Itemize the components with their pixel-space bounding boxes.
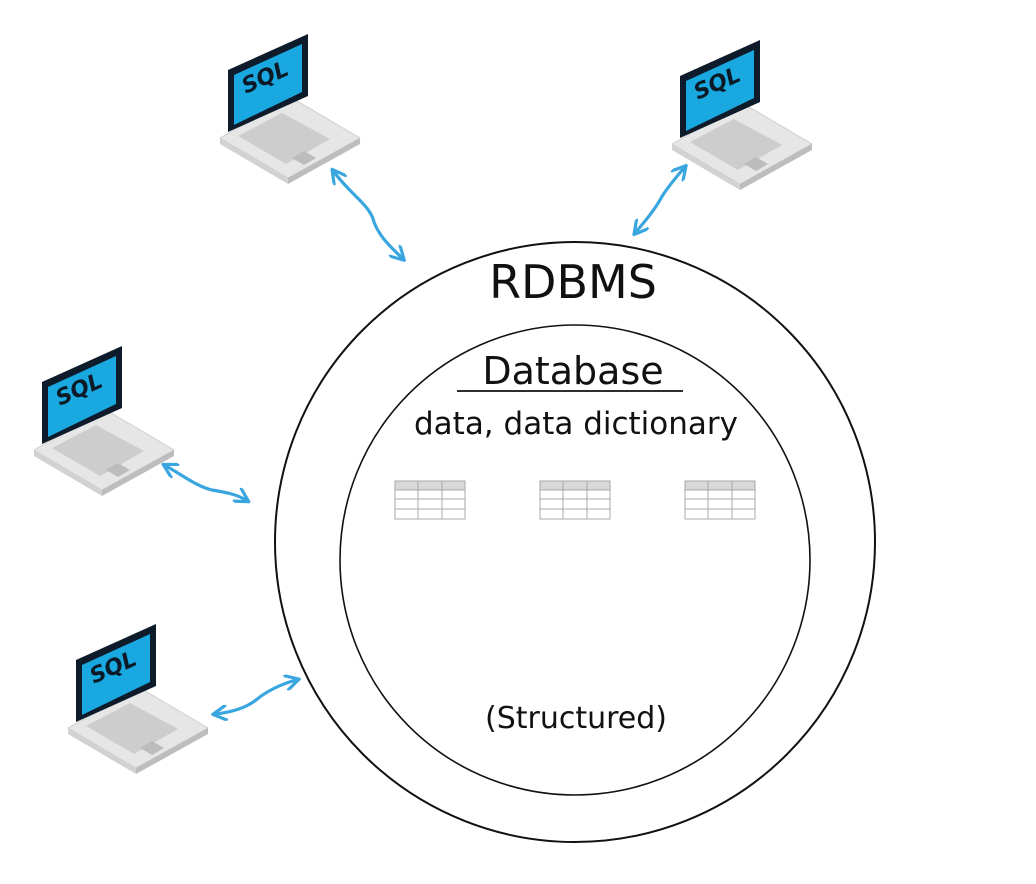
laptop-top-left: SQL [219,33,361,185]
rdbms-circle [274,241,876,843]
table-icon-1 [394,480,466,520]
laptop-bottom-left: SQL [67,623,209,775]
arrow-top-right [636,168,684,232]
database-circle [339,324,811,796]
laptop-middle-left: SQL [33,345,175,497]
laptop-top-right: SQL [671,39,813,191]
arrow-middle-left [166,466,246,500]
arrow-top-left [334,172,402,258]
table-icon-2 [539,480,611,520]
database-contents: data, data dictionary [414,406,738,442]
structured-note: (Structured) [485,701,667,736]
arrow-bottom-left [216,680,296,714]
rdbms-label: RDBMS [489,255,657,309]
database-label: Database [482,349,663,393]
table-icon-3 [684,480,756,520]
